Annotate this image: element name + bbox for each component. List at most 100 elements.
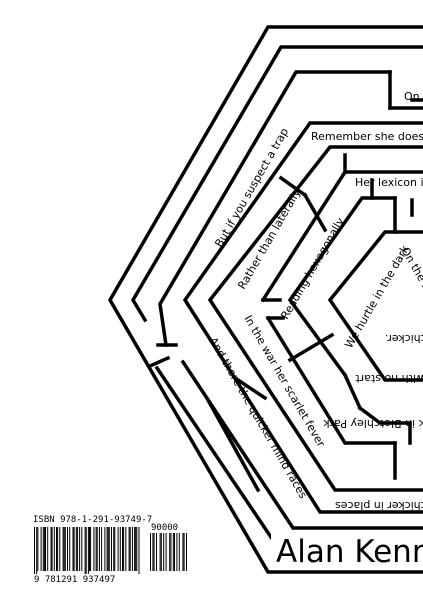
author-banner-bg (271, 530, 423, 570)
maze-wall-ring-4 (182, 121, 423, 514)
barcode-addon-bar (176, 533, 178, 571)
barcode-bar (84, 527, 86, 574)
barcode-bar (43, 527, 45, 571)
price-code: 90000 (151, 523, 178, 533)
barcode-bar (40, 527, 42, 571)
barcode-bar (63, 527, 65, 571)
barcode-bar (37, 527, 39, 571)
maze-stub-14 (287, 332, 335, 363)
barcode-bar (89, 527, 90, 571)
isbn-barcode-block: ISBN 978-1-291-93749-7 90000 9 781291 93… (32, 514, 194, 585)
barcode-bar (90, 527, 92, 571)
barcode-addon-bar (165, 533, 167, 571)
barcode-bar (59, 527, 61, 571)
maze-wall-ring-5 (207, 145, 423, 492)
barcode-bar (101, 527, 103, 571)
barcode-bar (51, 527, 53, 571)
barcode-bar (107, 527, 109, 571)
barcode-addon-bar (183, 533, 185, 571)
author-name: Alan Kenne (276, 534, 423, 570)
barcode-addon-bar (169, 533, 171, 571)
maze-wall-inner (327, 230, 423, 382)
isbn-label: ISBN 978-1-291-93749-7 (33, 515, 152, 525)
barcode-bar (47, 527, 49, 571)
barcode-bar (108, 527, 110, 571)
barcode-bar (135, 527, 137, 571)
barcode-addon-bar (186, 533, 187, 571)
barcode-addon-bar (153, 533, 155, 571)
barcode-bar (123, 527, 125, 571)
maze-text-lexicon: Her lexicon is a (355, 176, 423, 189)
barcode-bar (113, 527, 115, 571)
maze-wall-ring-2 (130, 45, 423, 323)
maze-stub-11 (147, 355, 171, 369)
barcode-addon-bar (159, 533, 161, 571)
barcode-bar (76, 527, 78, 571)
barcode-addon-bar (150, 533, 151, 571)
barcode-bar (111, 527, 112, 571)
barcode-bar (73, 527, 75, 571)
barcode-bar (67, 527, 68, 571)
barcode-bar (134, 527, 136, 571)
barcode-bar (64, 527, 66, 571)
barcode-bar (87, 527, 89, 574)
barcode-bar (136, 527, 138, 571)
maze-text-top-1: On (404, 90, 420, 103)
barcode-addon-bar (163, 533, 165, 571)
barcode-bar (106, 527, 108, 571)
barcode-bar (81, 527, 83, 571)
barcode-addon-bar (160, 533, 162, 571)
barcode-addon-bars (150, 533, 187, 571)
barcode-bar (36, 527, 38, 574)
barcode-bar (119, 527, 121, 571)
maze-text-top-2: Remember she doesn't h (311, 130, 423, 143)
maze-stub-19 (205, 397, 261, 493)
maze-stub-4 (278, 175, 308, 198)
barcode-bar (85, 527, 87, 574)
barcode-background (32, 514, 194, 584)
maze-text-places: thicker in places (335, 499, 423, 512)
barcode-bar (117, 527, 119, 571)
barcode-main-bars (34, 527, 140, 574)
barcode-bar (93, 527, 95, 571)
barcode-bar (50, 527, 52, 571)
barcode-bar (69, 527, 71, 571)
maze-stub-18 (235, 377, 268, 401)
barcode-bar (131, 527, 133, 571)
barcode-bar (104, 527, 106, 571)
barcode-digits: 9 781291 937497 (34, 575, 115, 585)
barcode-bar (75, 527, 77, 571)
barcode-addon-bar (170, 533, 172, 571)
barcode-bar (53, 527, 55, 571)
barcode-bar (138, 527, 140, 574)
barcode-bar (122, 527, 123, 571)
barcode-bar (34, 527, 35, 574)
barcode-bar (72, 527, 74, 571)
barcode-bar (128, 527, 130, 571)
maze-wall-ring-3 (158, 70, 392, 347)
maze-text-bletchley: k in Bletchley Park (323, 417, 423, 430)
maze-wall-ring-7 (287, 196, 397, 378)
barcode-bar (114, 527, 116, 571)
barcode-bar (62, 527, 64, 571)
maze-wall-ring-3-lower (180, 359, 423, 530)
barcode-addon-bar (152, 533, 154, 571)
barcode-bar (56, 527, 57, 571)
barcode-bar (95, 527, 97, 571)
maze-text-no-start: with no start (355, 372, 423, 385)
barcode-bar (42, 527, 44, 571)
barcode-bar (96, 527, 98, 571)
barcode-bar (79, 527, 81, 571)
barcode-addon-bar (178, 533, 180, 571)
barcode-bar (45, 527, 46, 571)
barcode-addon-bar (172, 533, 174, 571)
maze-wall-outer (107, 25, 423, 574)
barcode-bar (57, 527, 59, 571)
barcode-bar (125, 527, 127, 571)
barcode-bar (98, 527, 100, 571)
maze-wall-ring-7-lower (357, 405, 412, 425)
maze-stub-15 (342, 372, 363, 411)
barcode-bar (129, 527, 131, 571)
maze-text-thicker: thicker. (385, 332, 423, 345)
